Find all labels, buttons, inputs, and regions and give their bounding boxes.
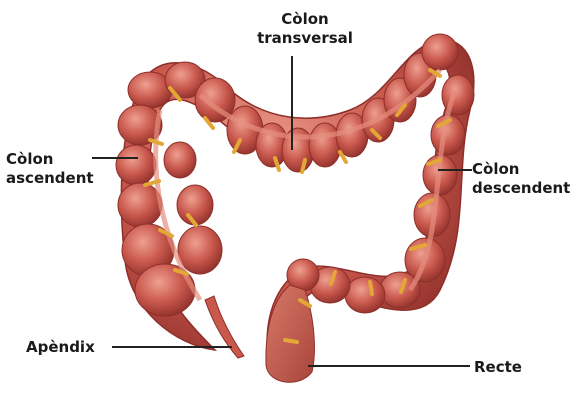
label-line: transversal [250, 29, 360, 48]
label-line: descendent [472, 179, 570, 198]
label-colon-transversal: Còlon transversal [250, 10, 360, 48]
label-colon-descendent: Còlon descendent [472, 160, 570, 198]
label-colon-ascendent: Còlon ascendent [6, 150, 94, 188]
label-line: Còlon [250, 10, 360, 29]
label-line: Còlon [472, 160, 570, 179]
label-recte: Recte [474, 358, 522, 377]
label-apendix: Apèndix [26, 338, 95, 357]
label-line: ascendent [6, 169, 94, 188]
colon-body [116, 34, 474, 382]
rectum [266, 285, 315, 382]
label-line: Còlon [6, 150, 94, 169]
